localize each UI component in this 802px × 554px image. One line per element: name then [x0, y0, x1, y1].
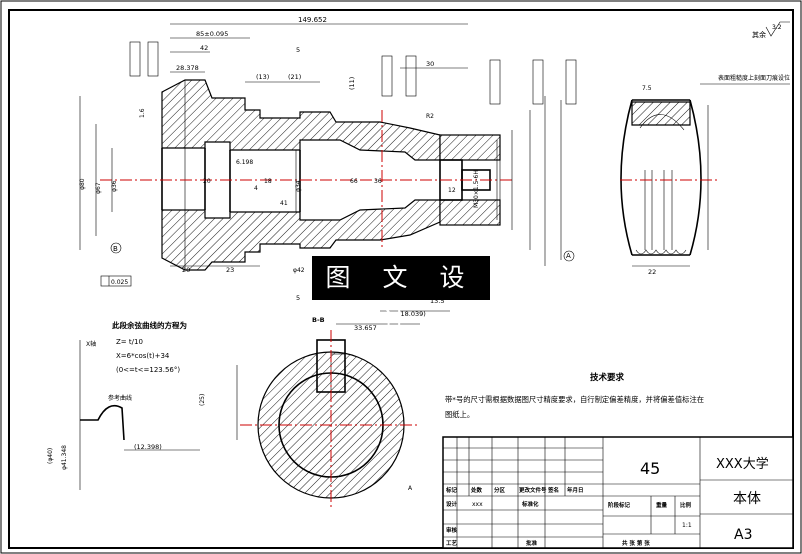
dim-20b: 20 [203, 178, 211, 185]
dim-42: 42 [200, 44, 208, 52]
boss-upper [439, 134, 501, 161]
dim-23: 23 [226, 266, 234, 274]
svg-text:比例: 比例 [680, 501, 692, 509]
svg-text:3.2: 3.2 [772, 24, 782, 31]
svg-text:分区: 分区 [494, 486, 506, 494]
svg-text:标准化: 标准化 [521, 500, 539, 508]
datum-a: A [566, 252, 571, 260]
svg-text:年月日: 年月日 [567, 486, 584, 494]
svg-text:其余: 其余 [752, 30, 766, 39]
dim-4: 4 [254, 185, 258, 192]
dim-phi80: φ80 [79, 178, 86, 190]
section-arrow-a: A [408, 485, 413, 492]
tolerance-value: 0.025 [111, 279, 128, 286]
main-dimensions: 149.652 85±0.095 42 28.378 (13) (21) 30 … [79, 16, 577, 332]
dim-7-5: 7.5 [642, 85, 652, 92]
paper-size: A3 [734, 527, 752, 543]
svg-text:重量: 重量 [656, 501, 668, 509]
dim-12398: (12.398) [134, 443, 162, 451]
dim-phi42: φ42 [293, 267, 305, 274]
curve-eq-2: X=6*cos(t)+34 [116, 352, 170, 360]
tech-title: 技术要求 [590, 372, 625, 383]
dim-25: (25) [199, 394, 206, 406]
dim-21: (21) [288, 73, 301, 81]
material: 45 [640, 459, 660, 478]
dim-20: 20 [182, 266, 190, 274]
datum-b: B [113, 245, 118, 253]
boss-lower [439, 199, 501, 226]
dim-6198: 6.198 [236, 159, 253, 166]
dim-12: 12 [448, 187, 456, 194]
curve-eq-3: (0<=t<=123.56°) [116, 366, 180, 374]
dim-phi36: φ36 [111, 180, 118, 192]
section-b-b: B-B (25) A [199, 316, 420, 510]
svg-text:处数: 处数 [470, 486, 483, 494]
svg-text:签名: 签名 [547, 486, 559, 494]
svg-text:工艺: 工艺 [446, 539, 458, 547]
dim-41: 41 [280, 200, 288, 207]
inner-border [8, 9, 794, 549]
svg-text:审核: 审核 [446, 526, 458, 534]
gdt-frames [129, 41, 577, 105]
dim-thread: M30×1.5-6H [473, 170, 480, 208]
dim-5b: 5 [296, 294, 300, 302]
title-block: 标记 处数 分区 更改文件号 签名 年月日 设计 xxx 标准化 审核 工艺 批… [442, 436, 794, 549]
side-view: 22 7.5 表面粗糙度上刻面刀痕设位 [620, 74, 790, 276]
svg-text:设计: 设计 [446, 500, 458, 508]
upper-section [161, 79, 441, 161]
dim-22: 22 [648, 268, 656, 276]
dim-33657: 33.657 [354, 324, 377, 332]
dim-11: (11) [348, 77, 356, 90]
dim-36: 36 [374, 178, 382, 185]
svg-text:共 张 第 张: 共 张 第 张 [622, 539, 650, 547]
technical-requirements: 技术要求 带*号的尺寸需根据数据图尺寸精度要求，自行制定偏差精度，并将偏差值标注… [445, 372, 704, 419]
dim-13-5: 13.5 [430, 297, 444, 305]
svg-text:X轴: X轴 [86, 340, 96, 348]
dim-5a: 5 [296, 46, 300, 54]
dim-28: 28.378 [176, 64, 199, 72]
scale-value: 1:1 [682, 522, 692, 529]
dim-13: (13) [256, 73, 269, 81]
dim-phi34: φ34 [295, 180, 302, 192]
svg-text:批准: 批准 [526, 539, 538, 547]
watermark: 图 文 设 计 [312, 256, 490, 336]
section-label: B-B [312, 316, 325, 324]
curve-eq-1: Z= t/10 [116, 338, 143, 346]
tech-body-2: 图纸上。 [445, 410, 474, 419]
dim-overall: 149.652 [298, 16, 327, 24]
svg-text:更改文件号: 更改文件号 [519, 486, 547, 494]
dim-85: 85±0.095 [196, 30, 228, 38]
svg-text:阶段标记: 阶段标记 [608, 501, 631, 509]
lower-section [161, 199, 441, 271]
part-name: 本体 [733, 491, 761, 507]
dim-18039: (18.039) [398, 310, 426, 318]
surface-finish-symbol: 其余 3.2 [752, 21, 790, 39]
dim-18: 18 [264, 178, 272, 185]
ref-curve-label: 参考曲线 [108, 394, 132, 402]
university-name: XXX大学 [716, 456, 769, 472]
dim-1-6: 1.6 [139, 108, 146, 118]
main-section-view [100, 79, 515, 271]
dim-r2: R2 [426, 113, 434, 120]
svg-text:φ41.348: φ41.348 [61, 445, 68, 470]
curve-equation-block: 此段余弦曲线的方程为 Z= t/10 X=6*cos(t)+34 (0<=t<=… [47, 320, 200, 490]
dim-phi67: φ67 [95, 182, 102, 194]
tech-body-1: 带*号的尺寸需根据数据图尺寸精度要求，自行制定偏差精度，并将偏差值标注在 [445, 395, 704, 404]
svg-text:xxx: xxx [472, 501, 483, 508]
svg-text:(φ40): (φ40) [47, 448, 54, 464]
dim-30: 30 [426, 60, 434, 68]
curve-title: 此段余弦曲线的方程为 [112, 320, 187, 330]
dim-66: 66 [350, 178, 358, 185]
svg-text:标记: 标记 [445, 486, 458, 494]
envelope-note: 表面粗糙度上刻面刀痕设位 [718, 74, 790, 82]
